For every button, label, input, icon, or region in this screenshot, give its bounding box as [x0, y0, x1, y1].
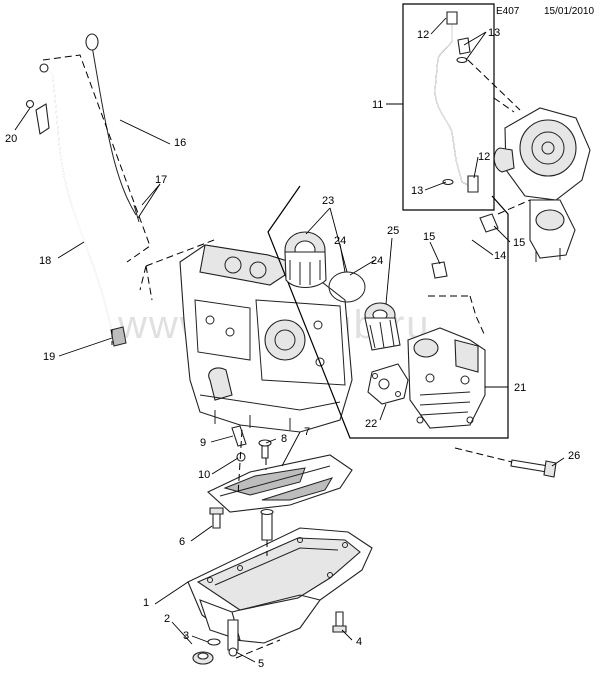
oil-filter-element-25: [364, 302, 401, 351]
oil-filter-cap-23: [284, 231, 327, 289]
callout-17: 17: [155, 174, 167, 186]
drain-plug-2: [192, 651, 214, 665]
callout-23: 23: [322, 195, 334, 207]
diagram-code: E407: [496, 6, 520, 17]
callout-2: 2: [164, 613, 170, 625]
callout-13-top: 13: [488, 27, 500, 39]
callout-20: 20: [5, 133, 17, 145]
callout-11: 11: [372, 99, 383, 111]
callout-15-right: 15: [513, 237, 525, 249]
callout-4: 4: [356, 636, 362, 648]
relation-line-dipstick: [42, 54, 151, 263]
relation-line-sensor: [235, 639, 281, 659]
relation-line-turbo: [467, 59, 521, 113]
callout-15-left: 15: [423, 231, 435, 243]
callout-12-bottom: 12: [478, 151, 490, 163]
callout-13-bottom: 13: [411, 185, 423, 197]
hose-clamp-15-left: [431, 261, 448, 279]
bolt-20: [25, 99, 35, 109]
relation-line-block: [139, 239, 215, 301]
pickup-bracket-9: [231, 425, 247, 462]
callout-21: 21: [514, 382, 526, 394]
callout-1: 1: [143, 597, 149, 609]
oil-return-hose: [431, 213, 499, 279]
callout-9: 9: [200, 437, 206, 449]
relation-line-bolt26: [454, 447, 513, 463]
oil-line-group-frame: [402, 3, 495, 211]
callout-3: 3: [183, 630, 189, 642]
oil-cooler-group-frame: [267, 185, 509, 439]
leader-lines: [14, 17, 565, 663]
callout-7: 7: [304, 426, 310, 438]
turbocharger: [493, 107, 591, 262]
callout-24-top: 24: [334, 235, 346, 247]
callout-14: 14: [494, 250, 506, 262]
callout-8: 8: [281, 433, 287, 445]
gasket-8: [258, 439, 272, 459]
oil-pickup-tube: [260, 508, 274, 541]
bolt-26: [510, 459, 557, 478]
oil-pan: [187, 527, 373, 644]
callout-26: 26: [568, 450, 580, 462]
gasket-22: [367, 363, 409, 405]
oil-feed-line: [434, 11, 479, 193]
diagram-date: 15/01/2010: [544, 6, 594, 17]
relation-line-cooler: [428, 295, 486, 337]
seal-washer-3: [207, 638, 221, 646]
bolt-6: [209, 507, 224, 529]
relation-line-hose: [497, 199, 531, 215]
hose-clamp-15-right: [479, 213, 499, 233]
callout-18: 18: [39, 255, 51, 267]
seal-ring-19: [110, 326, 127, 347]
banjo-bolt-12-bottom: [467, 175, 479, 193]
callout-10: 10: [198, 469, 210, 481]
callout-25: 25: [387, 225, 399, 237]
callout-5: 5: [258, 658, 264, 670]
oil-level-sensor-5: [227, 619, 239, 657]
oil-baffle-plate: [207, 454, 353, 513]
o-ring-24: [328, 271, 366, 303]
bolt-4: [332, 611, 347, 633]
oil-cooler-housing-21: [407, 327, 486, 429]
callout-16: 16: [174, 137, 186, 149]
callout-22: 22: [365, 418, 377, 430]
callout-12-top: 12: [417, 29, 429, 41]
banjo-bolt-12-top: [446, 11, 458, 25]
engine-block: [179, 244, 353, 433]
callout-6: 6: [179, 536, 185, 548]
callout-19: 19: [43, 351, 55, 363]
dipstick: [85, 33, 140, 223]
relation-line-pan: [237, 429, 268, 556]
callout-24-bottom: 24: [371, 255, 383, 267]
dipstick-tube: [25, 63, 127, 347]
